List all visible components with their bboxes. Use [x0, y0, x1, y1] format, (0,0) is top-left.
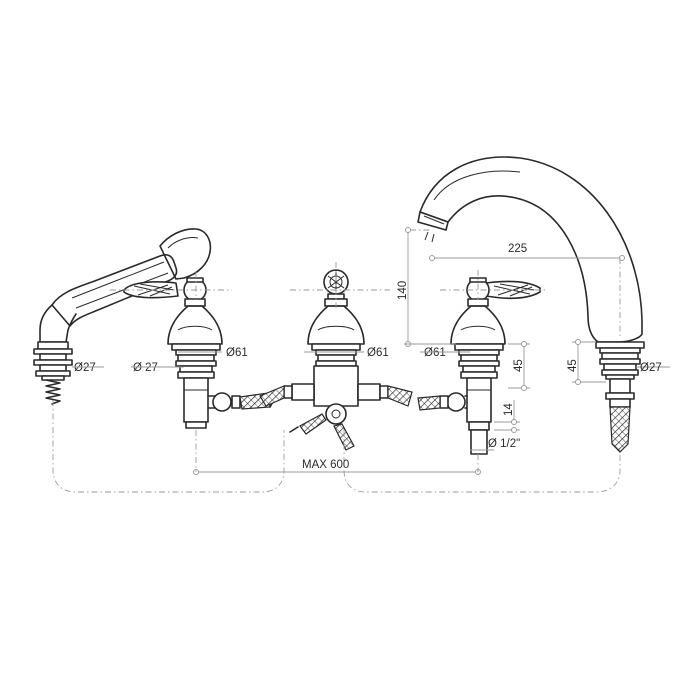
nut-height-label: 14	[503, 403, 515, 416]
hand-shower	[33, 228, 212, 405]
diverter-valve	[259, 269, 413, 451]
spout-height-label: 140	[397, 281, 409, 300]
spout	[417, 156, 645, 453]
left-valve-diameter-a-label: Ø 27	[133, 362, 158, 374]
max-distance-label: MAX 600	[302, 459, 349, 471]
spout-base-height-label: 45	[567, 359, 579, 372]
right-valve-diameter-label: Ø61	[424, 347, 446, 359]
diverter-diameter-label: Ø61	[367, 347, 389, 359]
left-valve-diameter-b-label: Ø61	[226, 347, 248, 359]
spout-reach-label: 225	[508, 243, 527, 255]
hand-shower-diameter-label: Ø27	[74, 362, 96, 374]
max-distance-guide	[52, 400, 621, 493]
spout-diameter-label: Ø27	[640, 362, 662, 374]
thread-size-label: Ø 1/2"	[488, 438, 520, 450]
left-valve	[123, 277, 275, 429]
right-valve-height-label: 45	[513, 359, 525, 372]
